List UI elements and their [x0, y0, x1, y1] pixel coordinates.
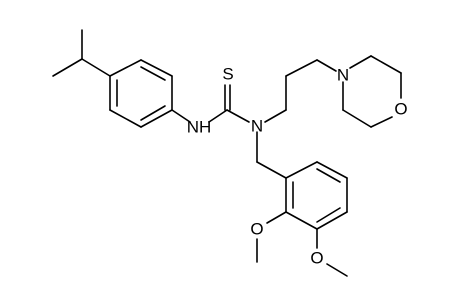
bond [226, 109, 250, 123]
bond [81, 58, 111, 77]
bond [256, 161, 287, 179]
double-bond-inner [140, 105, 166, 121]
double-bond-inner [316, 168, 341, 183]
ortho-methoxy-group [256, 211, 287, 263]
double-bond-inner [140, 66, 166, 81]
bond [109, 59, 142, 77]
bond [342, 109, 372, 128]
bond [349, 55, 372, 69]
thiourea-core [208, 84, 250, 123]
meta-methoxy-group [316, 228, 348, 277]
bond [140, 109, 173, 128]
bond [316, 211, 348, 230]
dimethoxyphenyl-ring [285, 161, 348, 230]
double-bond-inner [316, 207, 341, 223]
amide-nh-label: NH [187, 117, 212, 136]
morpholine-o-label: O [394, 99, 407, 118]
morpholine-n-label: N [337, 65, 349, 84]
bond [285, 161, 318, 179]
bond [52, 58, 83, 77]
thione-sulfur-label: S [222, 64, 233, 83]
bond [264, 109, 287, 123]
ortho-methoxy-o-label: O [250, 219, 263, 238]
bond [316, 59, 337, 72]
bond [326, 263, 348, 277]
bond [285, 211, 318, 230]
bond [140, 59, 173, 77]
propyl-linker [264, 59, 337, 123]
bond [266, 211, 287, 224]
isopropyl-group [52, 29, 111, 77]
meta-methoxy-o-label: O [310, 248, 323, 267]
morpholine-ring [342, 55, 402, 128]
bond [208, 109, 228, 123]
bond [109, 109, 142, 128]
bond [171, 109, 191, 123]
bond [316, 161, 348, 179]
amide-n-label: N [251, 116, 263, 135]
bond [370, 116, 393, 128]
bond [285, 59, 318, 77]
isopropylphenyl-ring [109, 59, 173, 128]
bond [370, 55, 402, 74]
